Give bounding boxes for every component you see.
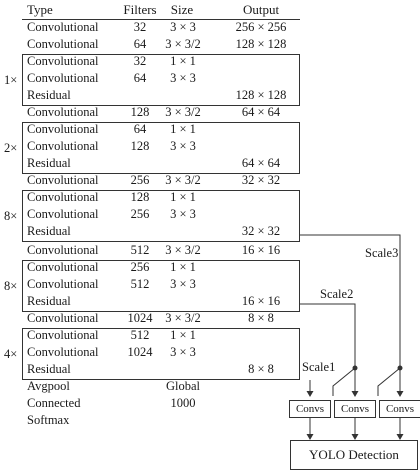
row-type: Convolutional — [27, 37, 99, 51]
header-output: Output — [242, 2, 280, 17]
row-type: Convolutional — [27, 277, 99, 291]
scale2-junction — [352, 365, 358, 371]
row-filters: 128 — [130, 139, 150, 153]
scale1-label: Scale1 — [302, 360, 336, 374]
row-type: Convolutional — [27, 173, 99, 187]
row-filters: 128 — [130, 190, 150, 204]
residual-block-3 — [22, 190, 300, 242]
row-size: 3 × 3/2 — [165, 37, 201, 51]
row-filters: 1024 — [127, 311, 153, 325]
block-1-multiplier: 1× — [4, 73, 18, 87]
residual-block-4 — [22, 260, 300, 312]
row-type: Residual — [27, 294, 71, 308]
row-output: 32 × 32 — [241, 173, 281, 187]
row-type: Softmax — [27, 413, 70, 427]
row-size: 3 × 3 — [170, 139, 196, 153]
row-type: Convolutional — [27, 345, 99, 359]
block-3-multiplier: 8× — [4, 209, 18, 223]
row-filters: 256 — [130, 207, 150, 221]
row-type: Residual — [27, 156, 71, 170]
residual-block-2 — [22, 122, 300, 174]
row-size: 1 × 1 — [170, 328, 196, 342]
row-type: Convolutional — [27, 328, 99, 342]
row-type: Residual — [27, 88, 71, 102]
row-size: Global — [165, 379, 201, 393]
row-size: 1 × 1 — [170, 122, 196, 136]
row-output: 128 × 128 — [235, 88, 287, 102]
row-output: 128 × 128 — [235, 37, 287, 51]
row-type: Avgpool — [27, 379, 70, 393]
row-filters: 1024 — [127, 345, 153, 359]
row-filters: 512 — [130, 328, 150, 342]
row-output: 16 × 16 — [241, 294, 281, 308]
row-output: 8 × 8 — [248, 311, 274, 325]
residual-block-5 — [22, 328, 300, 380]
row-size: 1000 — [170, 396, 196, 410]
yolo-detection-box: YOLO Detection — [290, 440, 418, 470]
row-size: 3 × 3/2 — [165, 311, 201, 325]
row-type: Convolutional — [27, 207, 99, 221]
row-size: 3 × 3 — [170, 20, 196, 34]
row-type: Convolutional — [27, 260, 99, 274]
block-2-multiplier: 2× — [4, 141, 18, 155]
row-size: 3 × 3/2 — [165, 105, 201, 119]
row-type: Convolutional — [27, 139, 99, 153]
row-type: Convolutional — [27, 71, 99, 85]
row-type: Convolutional — [27, 311, 99, 325]
block-4-multiplier: 8× — [4, 279, 18, 293]
row-filters: 64 — [133, 122, 147, 136]
convs-box-1: Convs — [289, 400, 331, 418]
row-filters: 32 — [133, 20, 147, 34]
row-type: Residual — [27, 362, 71, 376]
scale3-label: Scale3 — [365, 246, 399, 260]
row-filters: 256 — [130, 260, 150, 274]
row-size: 3 × 3 — [170, 277, 196, 291]
row-type: Convolutional — [27, 105, 99, 119]
scale3-junction — [397, 365, 403, 371]
row-type: Residual — [27, 224, 71, 238]
row-size: 3 × 3/2 — [165, 243, 201, 257]
row-filters: 32 — [133, 54, 147, 68]
row-filters: 512 — [130, 243, 150, 257]
convs-box-2: Convs — [334, 400, 376, 418]
row-filters: 512 — [130, 277, 150, 291]
block-5-multiplier: 4× — [4, 347, 18, 361]
row-filters: 128 — [130, 105, 150, 119]
row-filters: 64 — [133, 37, 147, 51]
header-rule — [22, 19, 300, 20]
row-type: Convolutional — [27, 190, 99, 204]
row-size: 3 × 3 — [170, 345, 196, 359]
row-type: Convolutional — [27, 122, 99, 136]
row-filters: 256 — [130, 173, 150, 187]
residual-block-1 — [22, 54, 300, 106]
row-type: Connected — [27, 396, 81, 410]
row-size: 1 × 1 — [170, 190, 196, 204]
row-size: 3 × 3 — [170, 71, 196, 85]
row-size: 3 × 3/2 — [165, 173, 201, 187]
row-size: 1 × 1 — [170, 54, 196, 68]
row-type: Convolutional — [27, 54, 99, 68]
row-type: Convolutional — [27, 243, 99, 257]
row-size: 1 × 1 — [170, 260, 196, 274]
header-type: Type — [27, 2, 53, 17]
header-filters: Filters — [123, 2, 157, 17]
row-output: 32 × 32 — [241, 224, 281, 238]
row-filters: 64 — [133, 71, 147, 85]
convs-box-3: Convs — [379, 400, 420, 418]
scale2-label: Scale2 — [320, 287, 354, 301]
row-size: 3 × 3 — [170, 207, 196, 221]
row-output: 256 × 256 — [235, 20, 287, 34]
row-output: 8 × 8 — [248, 362, 274, 376]
row-type: Convolutional — [27, 20, 99, 34]
row-output: 16 × 16 — [241, 243, 281, 257]
header-size: Size — [170, 2, 194, 17]
row-output: 64 × 64 — [241, 156, 281, 170]
row-output: 64 × 64 — [241, 105, 281, 119]
